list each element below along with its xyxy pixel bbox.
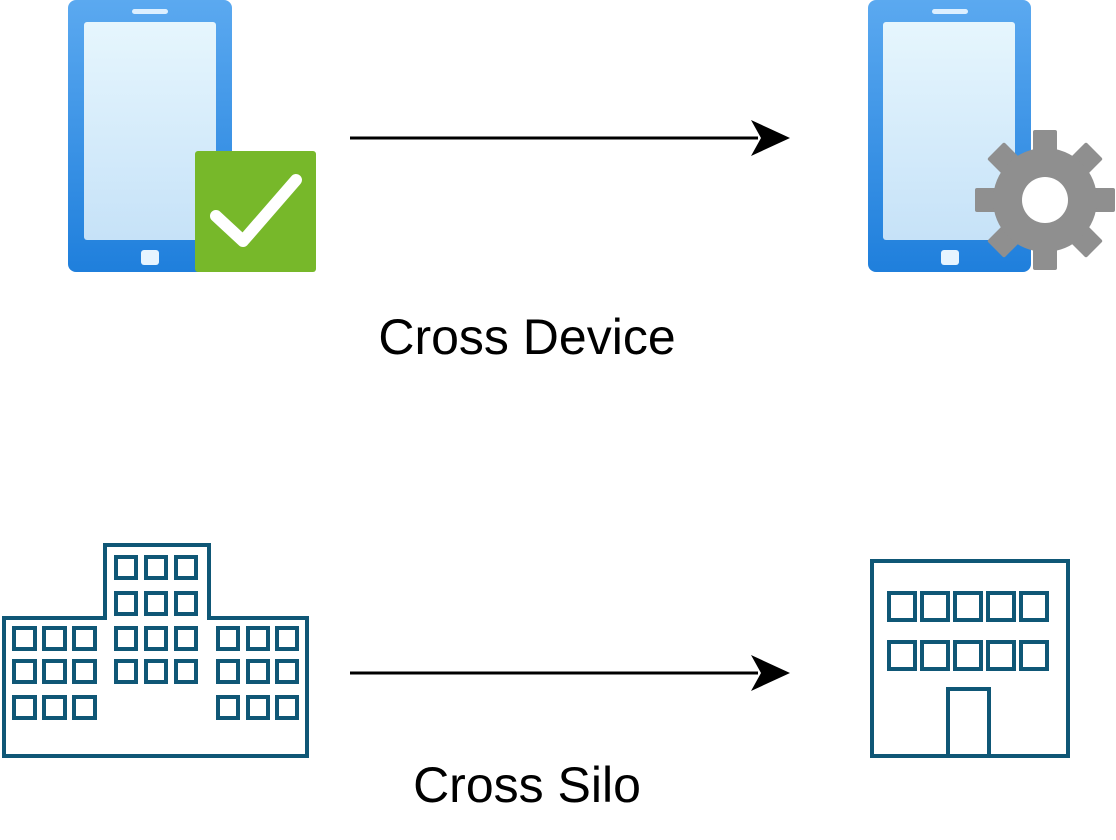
phone-screen	[883, 22, 1015, 240]
checkmark-badge-icon	[195, 151, 316, 272]
building-outline	[870, 559, 1070, 758]
building-outline	[2, 543, 309, 758]
phone-home-button	[941, 250, 959, 265]
phone-speaker	[132, 9, 168, 14]
building-door	[946, 687, 991, 758]
phone-home-button	[141, 250, 159, 265]
phone-with-gear-icon	[868, 0, 1115, 272]
cross-device-arrow	[350, 120, 790, 156]
small-office-building-icon	[870, 559, 1070, 758]
cross-device-label: Cross Device	[378, 309, 676, 365]
cross-silo-label: Cross Silo	[413, 757, 641, 813]
phone-speaker	[932, 9, 968, 14]
phone-with-checkmark-icon	[68, 0, 316, 272]
phone-screen	[84, 22, 216, 240]
cross-silo-arrow	[350, 655, 790, 691]
gear-icon	[975, 130, 1115, 270]
large-office-building-icon	[2, 543, 309, 758]
